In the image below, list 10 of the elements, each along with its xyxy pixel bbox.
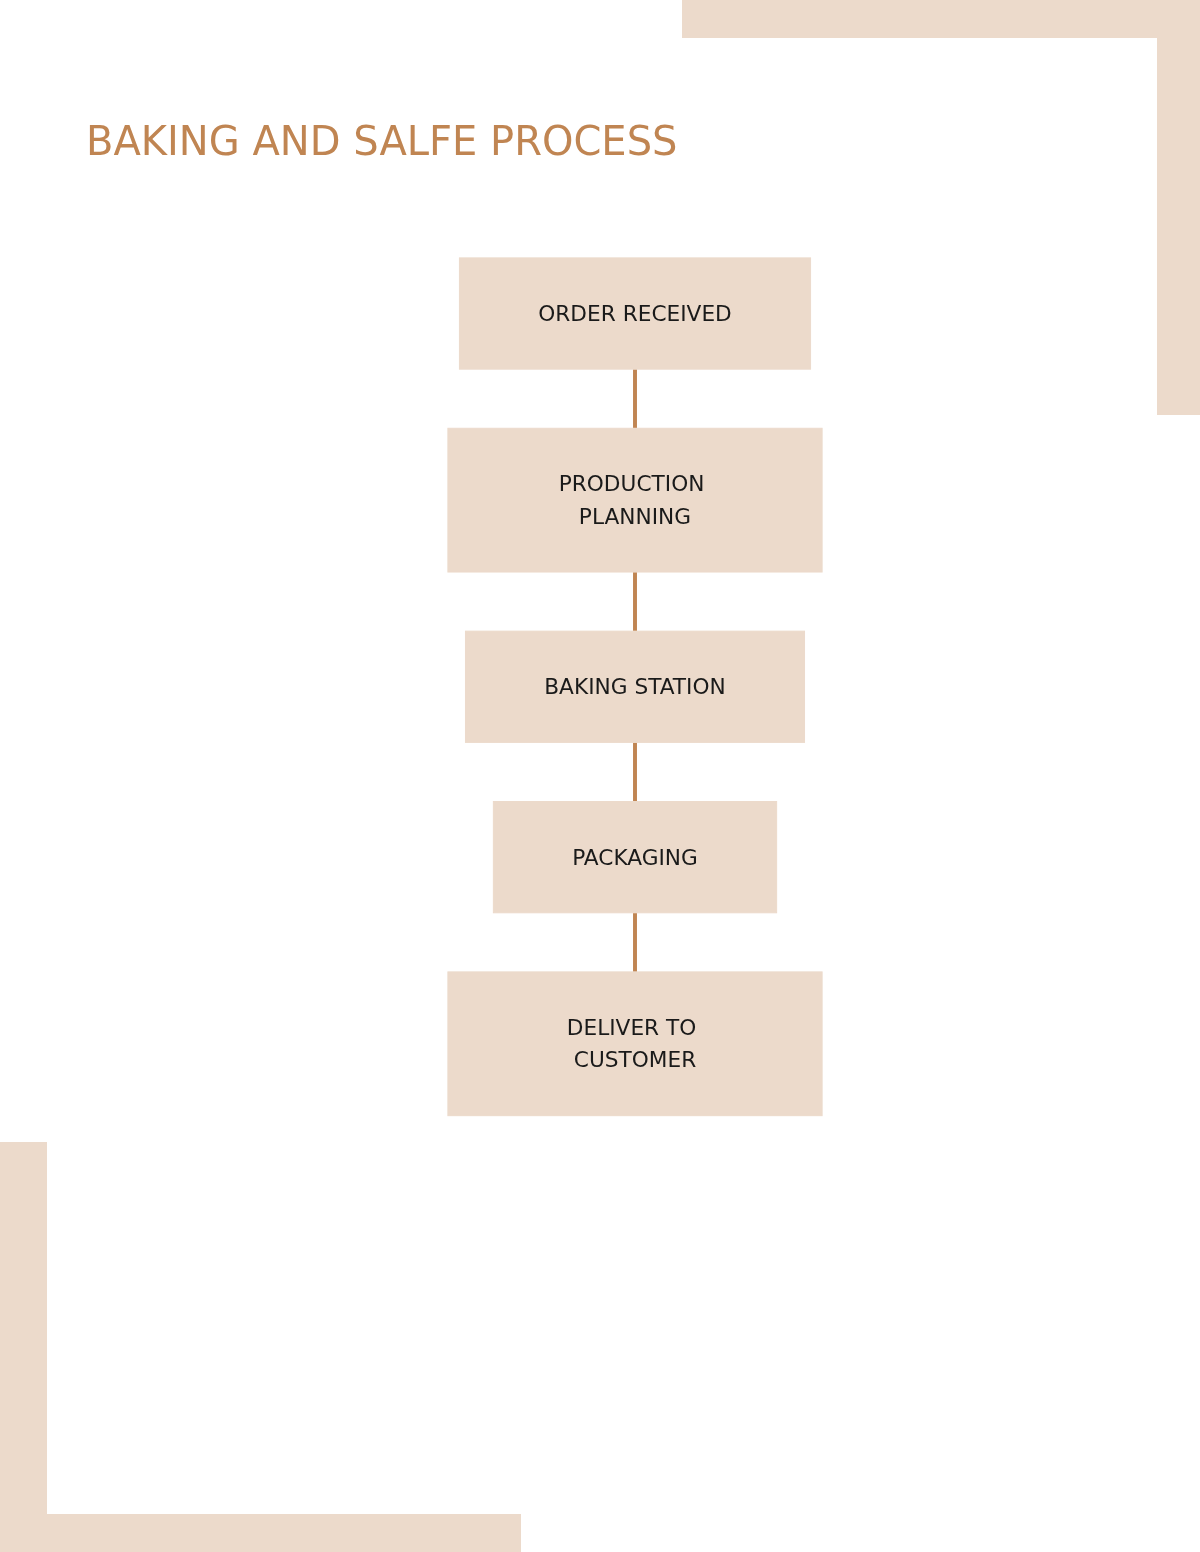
title: BAKING AND SALFE PROCESS: [86, 118, 678, 164]
node-box: PRODUCTION PLANNING: [447, 427, 823, 573]
node-box: PACKAGING: [492, 801, 778, 914]
connector: [633, 572, 637, 632]
connector: [633, 369, 637, 429]
node-box: DELIVER TO CUSTOMER: [447, 971, 823, 1117]
node-box: ORDER RECEIVED: [458, 257, 812, 370]
connector: [633, 742, 637, 802]
connector: [633, 912, 637, 972]
node-box: BAKING STATION: [464, 630, 806, 743]
